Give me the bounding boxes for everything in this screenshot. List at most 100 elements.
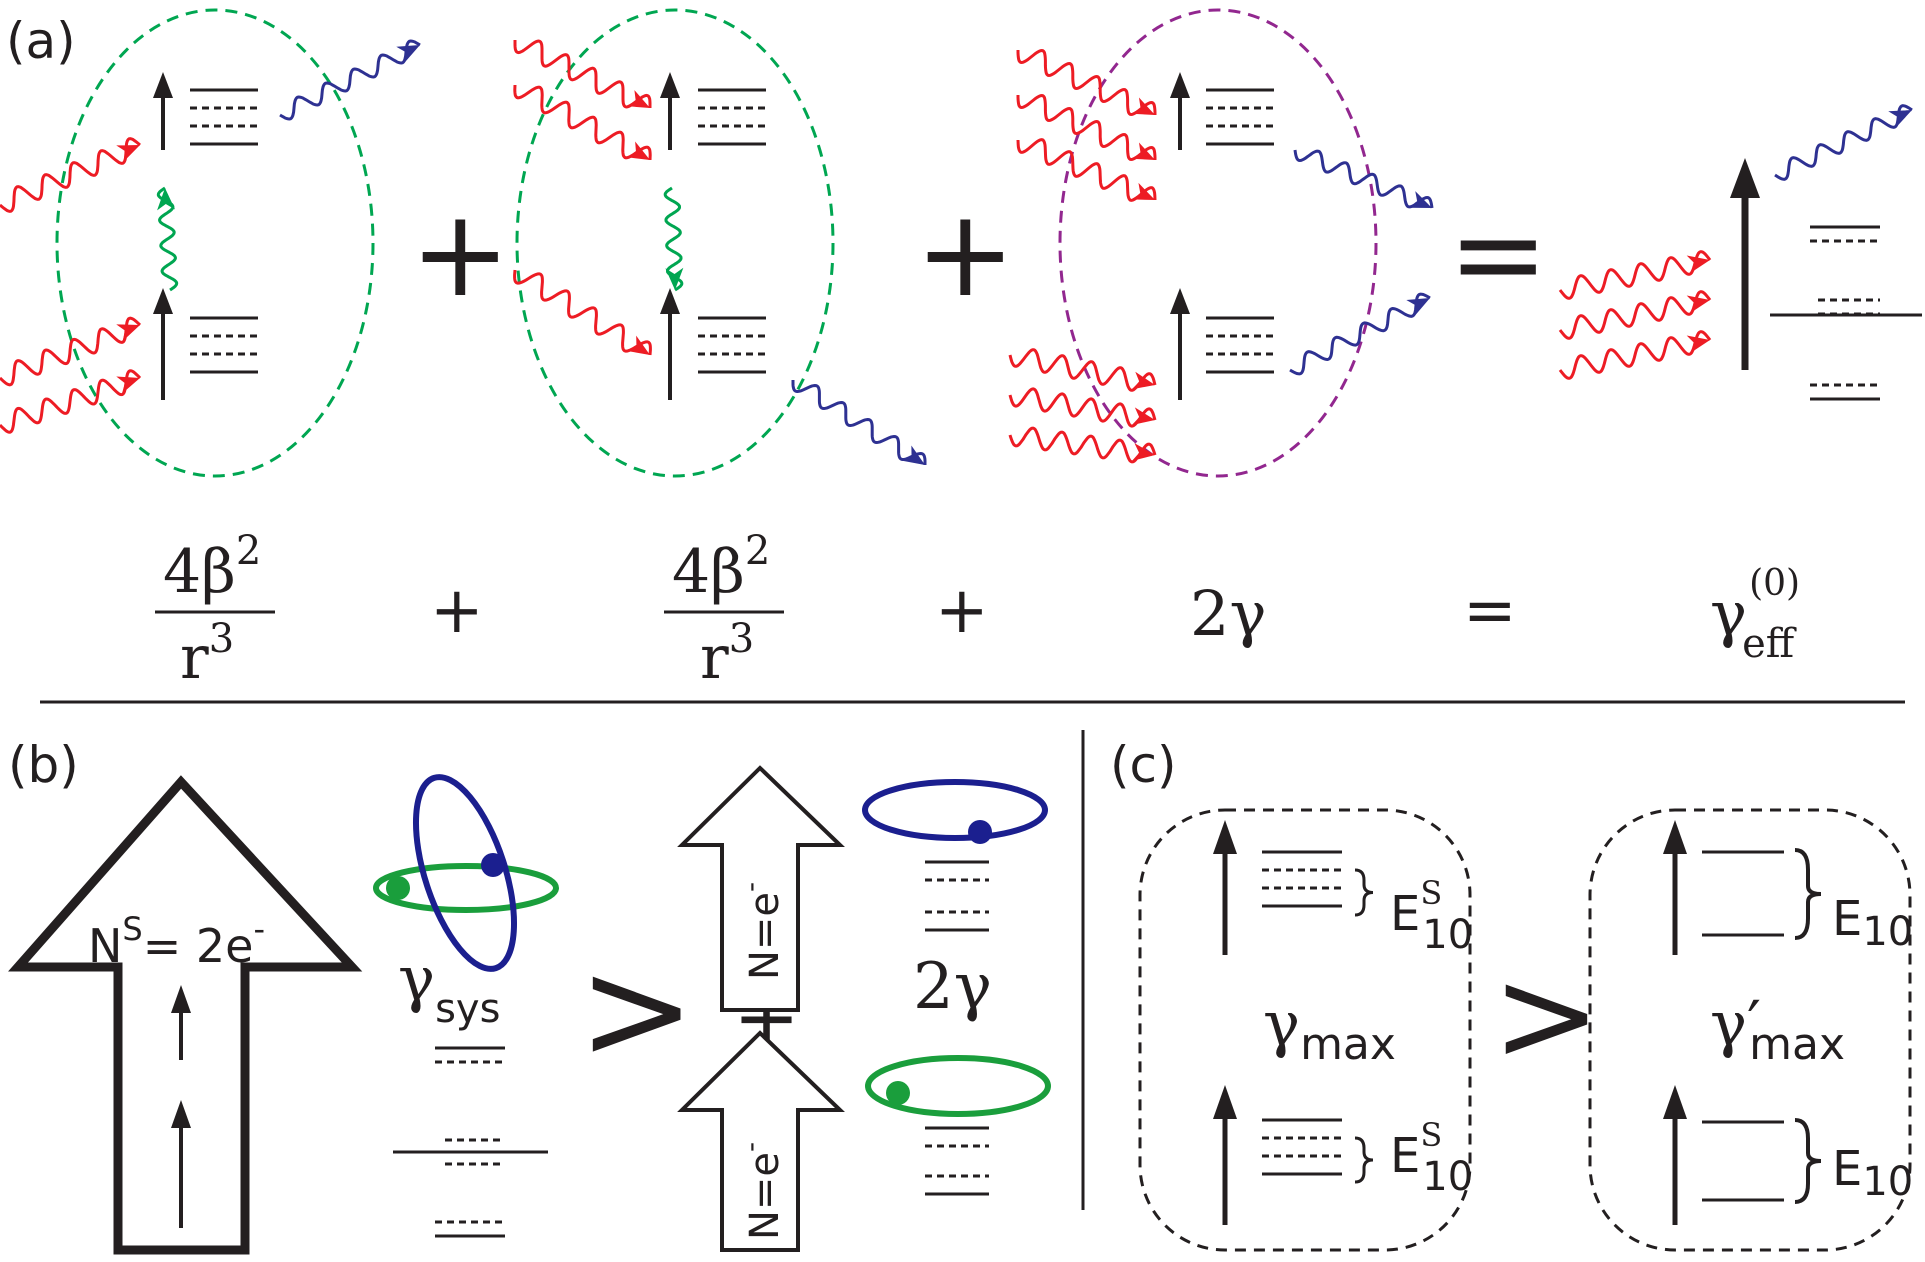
- c-right-brace-top: [1794, 848, 1822, 940]
- a1-red-photon-3-head: [116, 376, 140, 394]
- a3-red-photon-3-head: [1131, 182, 1155, 200]
- a2-red-photon-2: [513, 84, 652, 161]
- green-dashed-ellipse-1: [55, 8, 375, 478]
- gamma-prime-max-label: γ′max: [1710, 987, 1845, 1070]
- a3-blue-photon-1: [1293, 149, 1434, 209]
- a2-red-photon-3: [513, 269, 652, 356]
- eq-plus-1: +: [430, 574, 484, 648]
- a4-big-spin-arrow-head: [1730, 158, 1760, 198]
- a2-red-photon-2-head: [626, 141, 650, 160]
- a3-red-photon-6-head: [1131, 443, 1155, 461]
- coupled-orbit-icon: [373, 774, 559, 972]
- c-right-spin-arrow-top-head: [1663, 820, 1687, 854]
- a3-blue-photon-2-head: [1406, 298, 1430, 317]
- blue-single-electron: [968, 820, 992, 844]
- a3-blue-photon-1-head: [1408, 191, 1432, 208]
- a1-red-photon-3: [0, 369, 142, 434]
- blue-electron: [481, 853, 505, 877]
- a1-red-photon-1-head: [116, 145, 140, 162]
- a4-red-photon-1-head: [1686, 255, 1710, 274]
- green-electron: [386, 876, 410, 900]
- a2-blue-photon: [791, 380, 927, 465]
- b-inner-spin-arrow-bottom-head: [171, 1100, 191, 1128]
- eq-term1-numerator: 4β2: [163, 528, 261, 607]
- a4-blue-photon: [1774, 104, 1913, 181]
- a1-top-spin-arrow-head: [153, 72, 173, 98]
- a4-red-photon-3: [1558, 330, 1712, 380]
- small-arrow-bottom-label: N=e-: [734, 1142, 788, 1240]
- gamma-sys-label: γsys: [398, 942, 500, 1032]
- eq-term1-denominator: r3: [180, 616, 234, 693]
- eq-equals: =: [1463, 574, 1517, 648]
- eq-plus-2: +: [935, 574, 989, 648]
- eq-term4: γ(0)eff: [1710, 563, 1800, 667]
- a4-red-photon-2: [1558, 290, 1712, 340]
- a1-green-coupling-photon-head: [157, 188, 176, 211]
- a1-red-photon-2: [0, 316, 142, 387]
- c-left-brace-bottom: [1354, 1136, 1374, 1184]
- a3-red-photon-1: [1016, 48, 1157, 117]
- panel-c-box-left: [1138, 808, 1472, 1252]
- c-left-spin-arrow-top-head: [1213, 820, 1237, 854]
- a4-red-photon-3-head: [1686, 335, 1710, 354]
- a1-blue-photon: [279, 39, 421, 121]
- a3-bottom-spin-arrow-head: [1170, 288, 1190, 314]
- blue-single-orbit-ring: [862, 779, 1048, 841]
- gamma-max-label: γmax: [1263, 987, 1396, 1070]
- two-gamma-label: 2γ: [913, 950, 992, 1024]
- a2-bottom-spin-arrow-head: [660, 288, 680, 314]
- panel-a-diagrams: [55, 8, 1378, 478]
- blue-single-orbit-icon: [862, 779, 1048, 844]
- a2-red-photon-1: [513, 39, 652, 109]
- a2-red-photon-3-head: [626, 335, 650, 355]
- eq-term2-denominator: r3: [700, 616, 754, 693]
- a3-blue-photon-2: [1289, 292, 1431, 376]
- panel-label-a: (a): [6, 12, 76, 70]
- panel-label-b: (b): [8, 736, 79, 794]
- a1-red-photon-1: [0, 137, 141, 213]
- purple-dashed-ellipse: [1058, 8, 1378, 478]
- a1-bottom-spin-arrow-head: [153, 288, 173, 314]
- a3-red-photon-4-head: [1131, 371, 1155, 390]
- c-right-spin-arrow-bottom-head: [1663, 1085, 1687, 1119]
- small-spin-block-arrow-top: [677, 765, 845, 1012]
- a4-red-photon-2-head: [1686, 295, 1710, 314]
- panel-b: NS= 2e- γsys > + N=e- N=e- 2γ: [8, 765, 1051, 1255]
- b-inner-spin-arrow-top-head: [171, 985, 191, 1013]
- a1-blue-photon-head: [396, 45, 420, 63]
- green-single-electron: [886, 1081, 910, 1105]
- a2-blue-photon-head: [901, 445, 925, 465]
- eq-term3: 2γ: [1190, 577, 1267, 650]
- a3-top-spin-arrow-head: [1170, 72, 1190, 98]
- E10-label-bottom: E10: [1832, 1141, 1913, 1205]
- green-dashed-ellipse-2: [515, 8, 835, 478]
- a3-red-photon-3: [1016, 138, 1157, 202]
- c-right-brace-bottom: [1794, 1118, 1822, 1204]
- a3-red-photon-5-head: [1131, 407, 1155, 426]
- a1-red-photon-2-head: [116, 324, 140, 342]
- a3-red-photon-4: [1008, 348, 1157, 392]
- a3-red-photon-2-head: [1131, 142, 1155, 160]
- a3-red-photon-1-head: [1131, 97, 1155, 115]
- a2-green-coupling-photon-head: [665, 267, 684, 290]
- a2-red-photon-1-head: [626, 90, 650, 108]
- a3-red-photon-2: [1016, 93, 1157, 162]
- E10-label-top: E10: [1832, 891, 1913, 955]
- top-plus-1: +: [410, 185, 511, 324]
- a3-red-photon-5: [1008, 387, 1157, 428]
- green-single-orbit-icon: [865, 1055, 1051, 1117]
- small-arrow-top-label: N=e-: [734, 882, 788, 980]
- a4-blue-photon-head: [1888, 110, 1912, 128]
- equation-row: 4β2 r3 + 4β2 r3 + 2γ = γ(0)eff: [155, 528, 1800, 693]
- a2-top-spin-arrow-head: [660, 72, 680, 98]
- green-orbit-ring: [373, 863, 559, 913]
- panel-b-greater: >: [578, 929, 695, 1092]
- eq-term2-numerator: 4β2: [672, 528, 770, 607]
- c-left-spin-arrow-bottom-head: [1213, 1085, 1237, 1119]
- a4-red-photon-1: [1558, 250, 1712, 300]
- big-spin-block-arrow: [8, 775, 363, 1255]
- top-equals: =: [1448, 185, 1549, 324]
